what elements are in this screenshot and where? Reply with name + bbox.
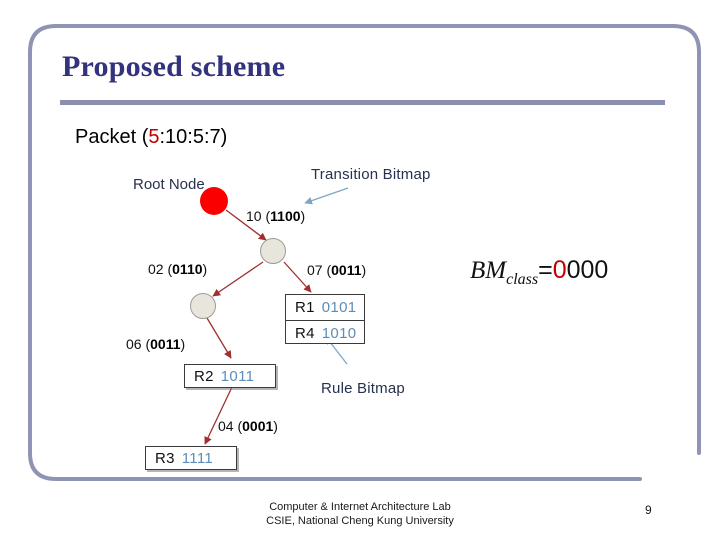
root-node-label: Root Node	[133, 176, 205, 193]
bm-formula-name: BM	[470, 257, 507, 284]
edge-06-bitmap: 0011	[150, 336, 181, 352]
page-title: Proposed scheme	[62, 50, 286, 83]
edge-label-07: 07 (0011)	[307, 262, 367, 278]
rule-r4-bitmap: 1010	[321, 324, 357, 342]
rule-r3-label: R3	[155, 449, 175, 467]
edge-label-06: 06 (0011)	[126, 336, 186, 352]
title-divider	[60, 100, 665, 105]
rule-bitmap-callout: Rule Bitmap	[321, 380, 405, 397]
transition-bitmap-callout: Transition Bitmap	[311, 166, 431, 183]
edge-02-value: 02	[148, 261, 164, 277]
edge-label-02: 02 (0110)	[148, 261, 208, 277]
edge-07-value: 07	[307, 262, 323, 278]
edge-10-value: 10	[246, 208, 262, 224]
rule-r2-label: R2	[194, 367, 214, 385]
bm-formula-equals: =	[538, 256, 553, 284]
rule-row-r1: R1 0101	[286, 295, 364, 320]
packet-label: Packet (5:10:5:7)	[75, 126, 227, 149]
bm-formula-highlight-bit: 0	[552, 256, 567, 284]
rule-r2-bitmap: 1011	[220, 367, 255, 385]
edge-02-bitmap: 0110	[172, 261, 203, 277]
edge-label-10: 10 (1100)	[246, 208, 306, 224]
packet-highlight-value: 5	[148, 126, 160, 148]
rule-r3-bitmap: 1111	[181, 449, 214, 467]
edge-04-bitmap: 0001	[242, 418, 274, 434]
bm-formula-rest-bits: 000	[566, 256, 609, 284]
edge-06-value: 06	[126, 336, 142, 352]
rule-r1-bitmap: 0101	[321, 299, 357, 316]
rule-bitmap-box-r1-r4: R1 0101 R4 1010	[285, 294, 365, 344]
rule-row-r4: R4 1010	[286, 320, 364, 345]
slide-footer: Computer & Internet Architecture Lab CSI…	[0, 500, 720, 528]
internal-node-2-circle	[190, 293, 216, 319]
rule-r4-label: R4	[295, 324, 315, 342]
packet-prefix: Packet (	[75, 126, 149, 148]
edge-04-value: 04	[218, 418, 234, 434]
page-number: 9	[645, 503, 652, 517]
footer-line-1: Computer & Internet Architecture Lab	[269, 501, 451, 513]
bm-formula-subscript: class	[506, 271, 539, 288]
rule-bitmap-box-r3: R3 1111	[145, 446, 237, 470]
root-node-circle	[200, 187, 228, 215]
footer-line-2: CSIE, National Cheng Kung University	[266, 515, 454, 527]
internal-node-1-circle	[260, 238, 286, 264]
edge-10-bitmap: 1100	[270, 208, 301, 224]
rule-r1-label: R1	[295, 299, 315, 316]
edge-label-04: 04 (0001)	[218, 418, 278, 434]
packet-rest: :10:5:7)	[159, 126, 228, 148]
rule-bitmap-box-r2: R2 1011	[184, 364, 276, 388]
edge-07-bitmap: 0011	[331, 262, 362, 278]
bm-class-formula: BMclass=0000	[470, 256, 608, 289]
